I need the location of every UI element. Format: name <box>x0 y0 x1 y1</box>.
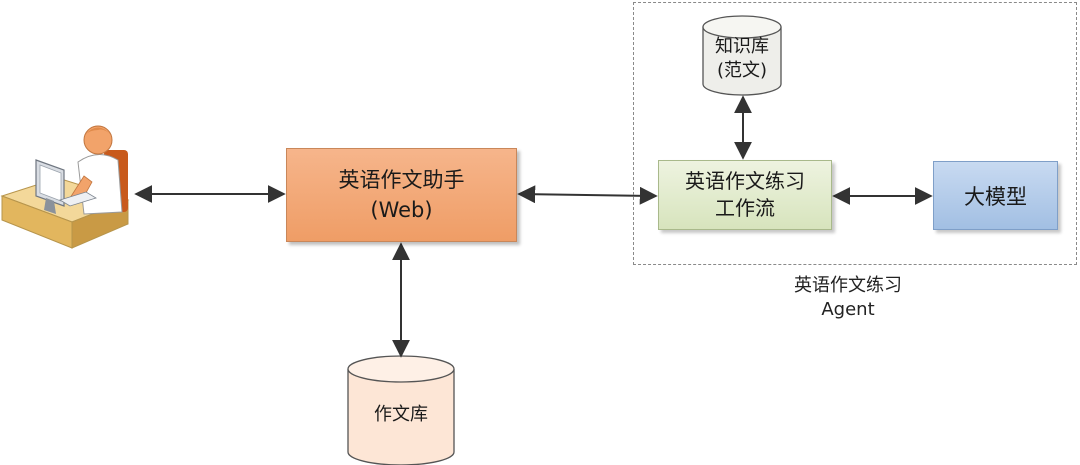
web-app-title: 英语作文助手 <box>338 168 465 192</box>
llm-node: 大模型 <box>933 161 1058 230</box>
agent-group-frame <box>633 2 1077 265</box>
llm-label: 大模型 <box>964 184 1027 209</box>
essay-db-cylinder <box>347 355 455 465</box>
essay-db-label: 作文库 <box>374 404 428 425</box>
user-at-computer-icon <box>0 125 130 249</box>
knowledge-base-subtitle: (范文) <box>716 60 768 81</box>
workflow-subtitle: 工作流 <box>715 196 775 220</box>
workflow-title: 英语作文练习 <box>685 169 805 193</box>
web-app-subtitle: (Web) <box>370 198 433 222</box>
agent-group-title: 英语作文练习 <box>794 275 902 296</box>
workflow-node: 英语作文练习 工作流 <box>658 160 832 230</box>
knowledge-base-title: 知识库 <box>715 36 769 57</box>
agent-group-subtitle: Agent <box>821 299 875 320</box>
knowledge-base-label: 知识库 (范文) <box>703 35 781 83</box>
web-app-node: 英语作文助手 (Web) <box>286 148 517 242</box>
agent-group-label: 英语作文练习 Agent <box>748 274 948 322</box>
knowledge-base-cylinder <box>702 15 782 96</box>
